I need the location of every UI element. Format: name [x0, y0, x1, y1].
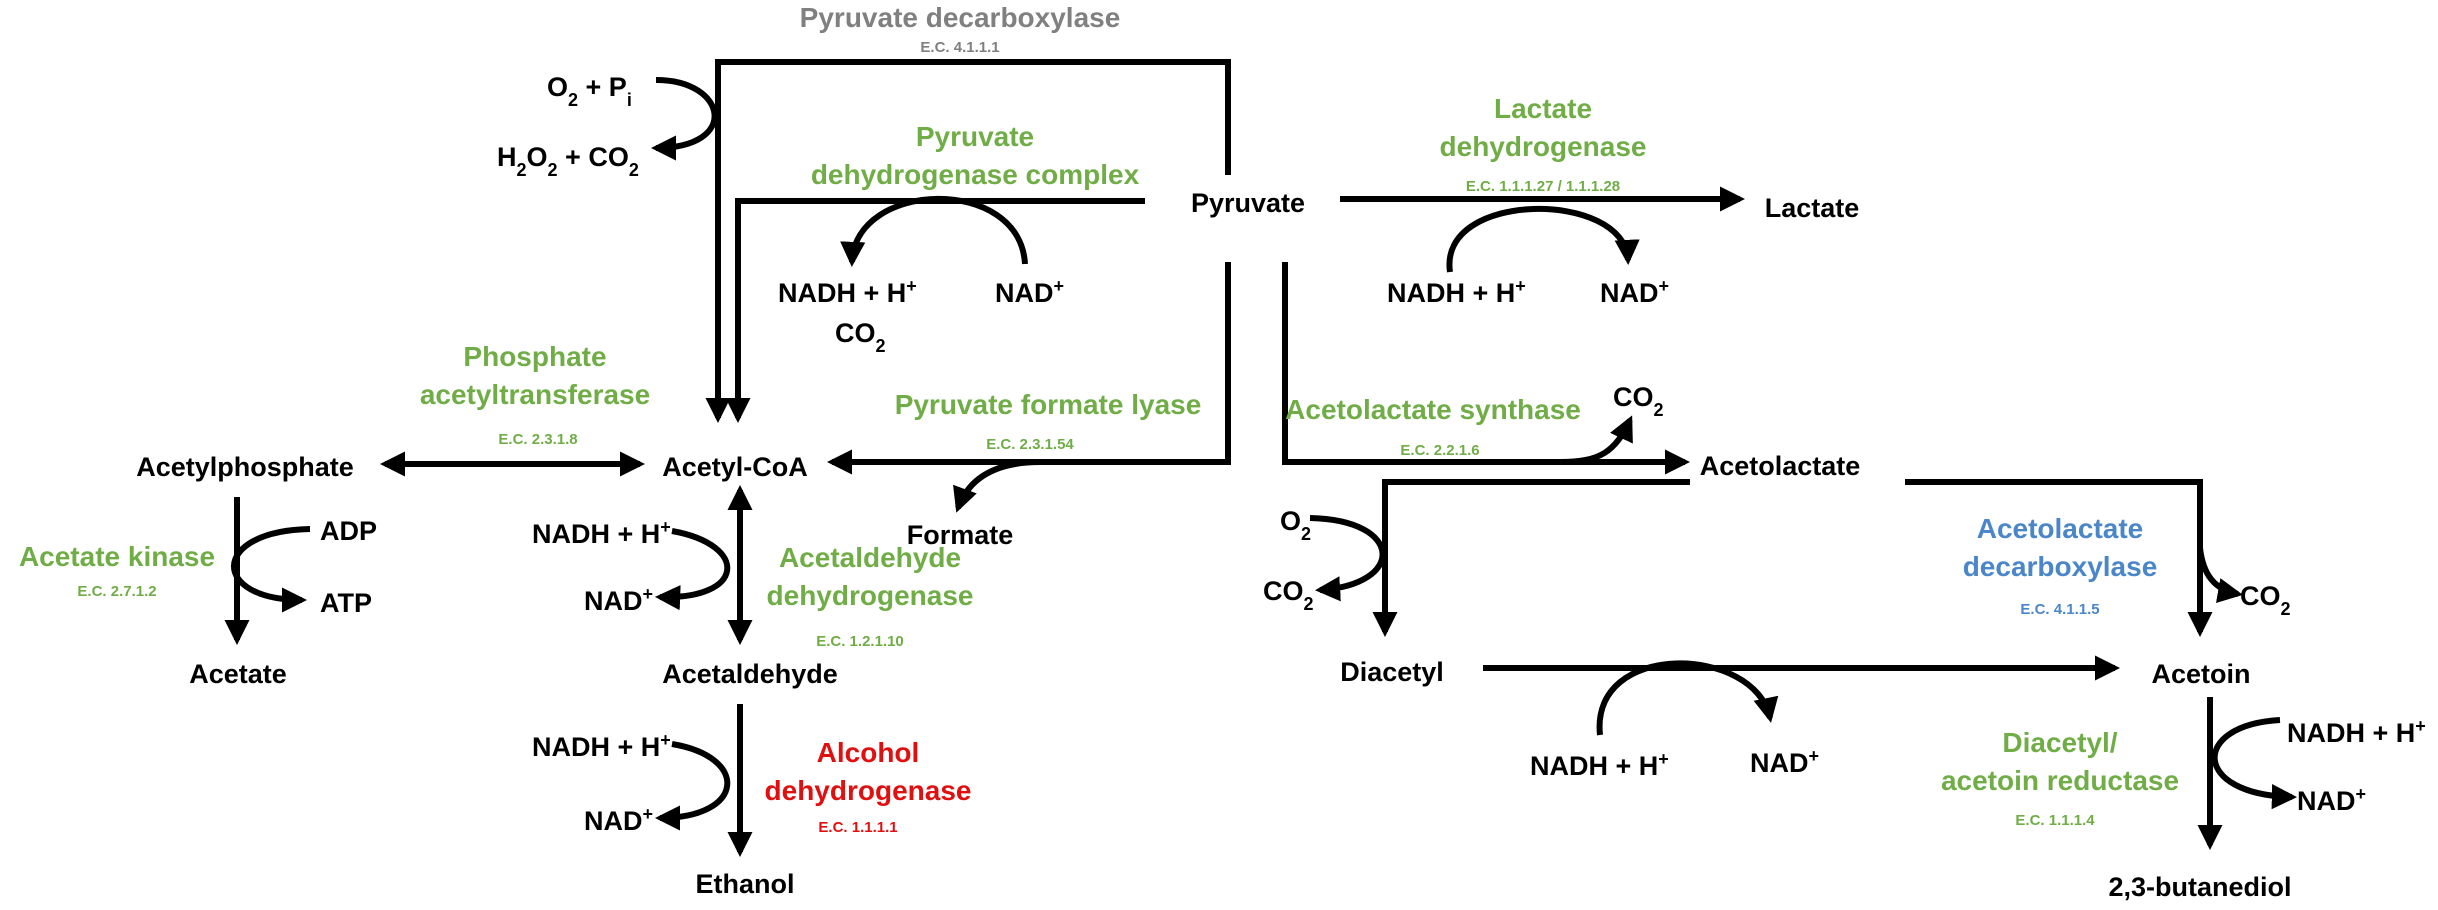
ec-number: E.C. 2.3.1.54: [986, 436, 1074, 453]
enzyme-ack: Acetate kinase E.C. 2.7.1.2: [19, 541, 215, 600]
metabolite-ethanol: Ethanol: [696, 869, 795, 899]
ec-number: E.C. 2.2.1.6: [1400, 442, 1479, 459]
ack-cofactor-arc: [231, 526, 311, 613]
enzyme-aldh: Acetaldehyde dehydrogenase E.C. 1.2.1.10: [767, 542, 974, 650]
cofactor-co2-pdh: CO2: [835, 318, 886, 356]
ec-number: E.C. 1.1.1.4: [2015, 812, 2095, 829]
enzyme-name-line-1: Pyruvate: [916, 121, 1034, 152]
cofactor-o2-pi: O2 + Pi: [547, 72, 632, 110]
diacetyl-formation-path: [1372, 479, 1690, 638]
cofactor-nadh-ldh: NADH + H+: [1387, 276, 1526, 308]
enzyme-pfl: Pyruvate formate lyase E.C. 2.3.1.54: [895, 389, 1202, 453]
enzyme-pdh-complex: Pyruvate dehydrogenase complex: [811, 121, 1140, 190]
metabolite-acetoin: Acetoin: [2151, 659, 2250, 689]
enzyme-name-line-2: dehydrogenase: [767, 580, 974, 611]
enzyme-als: Acetolactate synthase E.C. 2.2.1.6: [1285, 394, 1581, 459]
enzyme-name-line-2: dehydrogenase: [1440, 131, 1647, 162]
ec-number: E.C. 1.2.1.10: [816, 633, 904, 650]
ec-number: E.C. 4.1.1.1: [920, 39, 999, 56]
enzyme-name: Pyruvate decarboxylase: [800, 2, 1121, 33]
cofactor-nadh-bdh: NADH + H+: [2287, 716, 2426, 748]
pfl-path: [826, 262, 1231, 475]
cofactor-nad-bdh: NAD+: [2297, 784, 2366, 816]
enzyme-name: Acetolactate synthase: [1285, 394, 1581, 425]
cofactor-h2o2-co2: H2O2 + CO2: [497, 142, 639, 180]
diacetyl-cofactor-arc: [1596, 660, 1779, 736]
cofactor-co2-diacetyl: CO2: [1263, 576, 1314, 614]
adh-cofactor-arc: [654, 741, 731, 831]
enzyme-name-line-2: decarboxylase: [1963, 551, 2158, 582]
cofactor-nadh-adh: NADH + H+: [532, 730, 671, 762]
oxidase-side-arc: [650, 77, 718, 161]
cofactor-atp: ATP: [320, 588, 372, 618]
metabolite-pyruvate: Pyruvate: [1191, 188, 1305, 218]
metabolite-acetolactate: Acetolactate: [1700, 451, 1861, 481]
cofactor-o2-diacetyl: O2: [1280, 506, 1311, 544]
enzyme-bdh: Diacetyl/ acetoin reductase E.C. 1.1.1.4: [1941, 727, 2179, 829]
enzyme-labels: Pyruvate decarboxylase E.C. 4.1.1.1 Pyru…: [19, 2, 2179, 836]
reaction-lines: [224, 59, 2298, 858]
enzyme-name-line-1: Acetolactate: [1977, 513, 2144, 544]
ec-number: E.C. 2.7.1.2: [77, 583, 156, 600]
enzyme-ldh: Lactate dehydrogenase E.C. 1.1.1.27 / 1.…: [1440, 93, 1647, 195]
enzyme-name-line-1: Phosphate: [463, 341, 606, 372]
enzyme-name-line-2: acetoin reductase: [1941, 765, 2179, 796]
metabolite-acetate: Acetate: [189, 659, 287, 689]
enzyme-adh: Alcohol dehydrogenase E.C. 1.1.1.1: [765, 737, 972, 836]
pdh-cofactor-arc: [840, 195, 1028, 268]
enzyme-name: Pyruvate formate lyase: [895, 389, 1202, 420]
als-co2-arc: [1559, 415, 1633, 465]
cofactor-nad-aldh: NAD+: [584, 584, 653, 616]
ald-path: [1905, 479, 2213, 638]
metabolite-butanediol: 2,3-butanediol: [2108, 872, 2291, 902]
metabolite-acetyl-coa: Acetyl-CoA: [662, 452, 808, 482]
ald-co2-arc: [2197, 547, 2243, 603]
metabolite-diacetyl: Diacetyl: [1340, 657, 1444, 687]
metabolite-formate: Formate: [907, 520, 1014, 550]
cofactor-co2-als: CO2: [1613, 382, 1664, 420]
cofactor-nadh-aldh: NADH + H+: [532, 517, 671, 549]
cofactor-nadh-pdh: NADH + H+: [778, 276, 917, 308]
cofactor-nadh-diacetyl: NADH + H+: [1530, 749, 1669, 781]
cofactor-adp: ADP: [320, 516, 377, 546]
enzyme-name: Acetate kinase: [19, 541, 215, 572]
enzyme-name-line-2: dehydrogenase: [765, 775, 972, 806]
enzyme-name-line-1: Diacetyl/: [2002, 727, 2117, 758]
metabolite-acetaldehyde: Acetaldehyde: [662, 659, 838, 689]
ec-number: E.C. 4.1.1.5: [2020, 601, 2099, 618]
cofactor-nad-pdh: NAD+: [995, 276, 1064, 308]
metabolite-acetylphosphate: Acetylphosphate: [136, 452, 354, 482]
enzyme-name-line-1: Alcohol: [817, 737, 920, 768]
ec-number: E.C. 1.1.1.27 / 1.1.1.28: [1466, 178, 1620, 195]
ec-number: E.C. 2.3.1.8: [498, 431, 577, 448]
ldh-cofactor-arc: [1446, 205, 1640, 273]
enzyme-ald: Acetolactate decarboxylase E.C. 4.1.1.5: [1963, 513, 2158, 618]
enzyme-name-line-1: Lactate: [1494, 93, 1592, 124]
metabolite-lactate: Lactate: [1765, 193, 1860, 223]
enzyme-name-line-1: Acetaldehyde: [779, 542, 961, 573]
enzyme-name-line-2: dehydrogenase complex: [811, 159, 1140, 190]
bdh-cofactor-arc: [2211, 717, 2298, 810]
enzyme-name-line-2: acetyltransferase: [420, 379, 650, 410]
als-path: [1282, 262, 1691, 475]
pdh-complex-path: [725, 198, 1145, 424]
cofactor-labels: O2 + Pi H2O2 + CO2 NADH + H+ CO2 NAD+ NA…: [320, 72, 2426, 836]
diacetyl-side-arc: [1309, 515, 1386, 602]
cofactor-nad-diacetyl: NAD+: [1750, 746, 1819, 778]
cofactor-nad-ldh: NAD+: [1600, 276, 1669, 308]
enzyme-pta: Phosphate acetyltransferase E.C. 2.3.1.8: [420, 341, 650, 448]
aldh-cofactor-arc: [654, 528, 731, 611]
pfl-formate-arc: [953, 459, 1041, 513]
pyruvate-decarboxylase-path: [705, 59, 1231, 424]
cofactor-co2-ald: CO2: [2240, 581, 2291, 619]
metabolite-labels: Pyruvate Lactate Acetyl-CoA Acetylphosph…: [136, 188, 2291, 902]
cofactor-nad-adh: NAD+: [584, 804, 653, 836]
ec-number: E.C. 1.1.1.1: [818, 819, 897, 836]
enzyme-pyruvate-decarboxylase: Pyruvate decarboxylase E.C. 4.1.1.1: [800, 2, 1121, 56]
